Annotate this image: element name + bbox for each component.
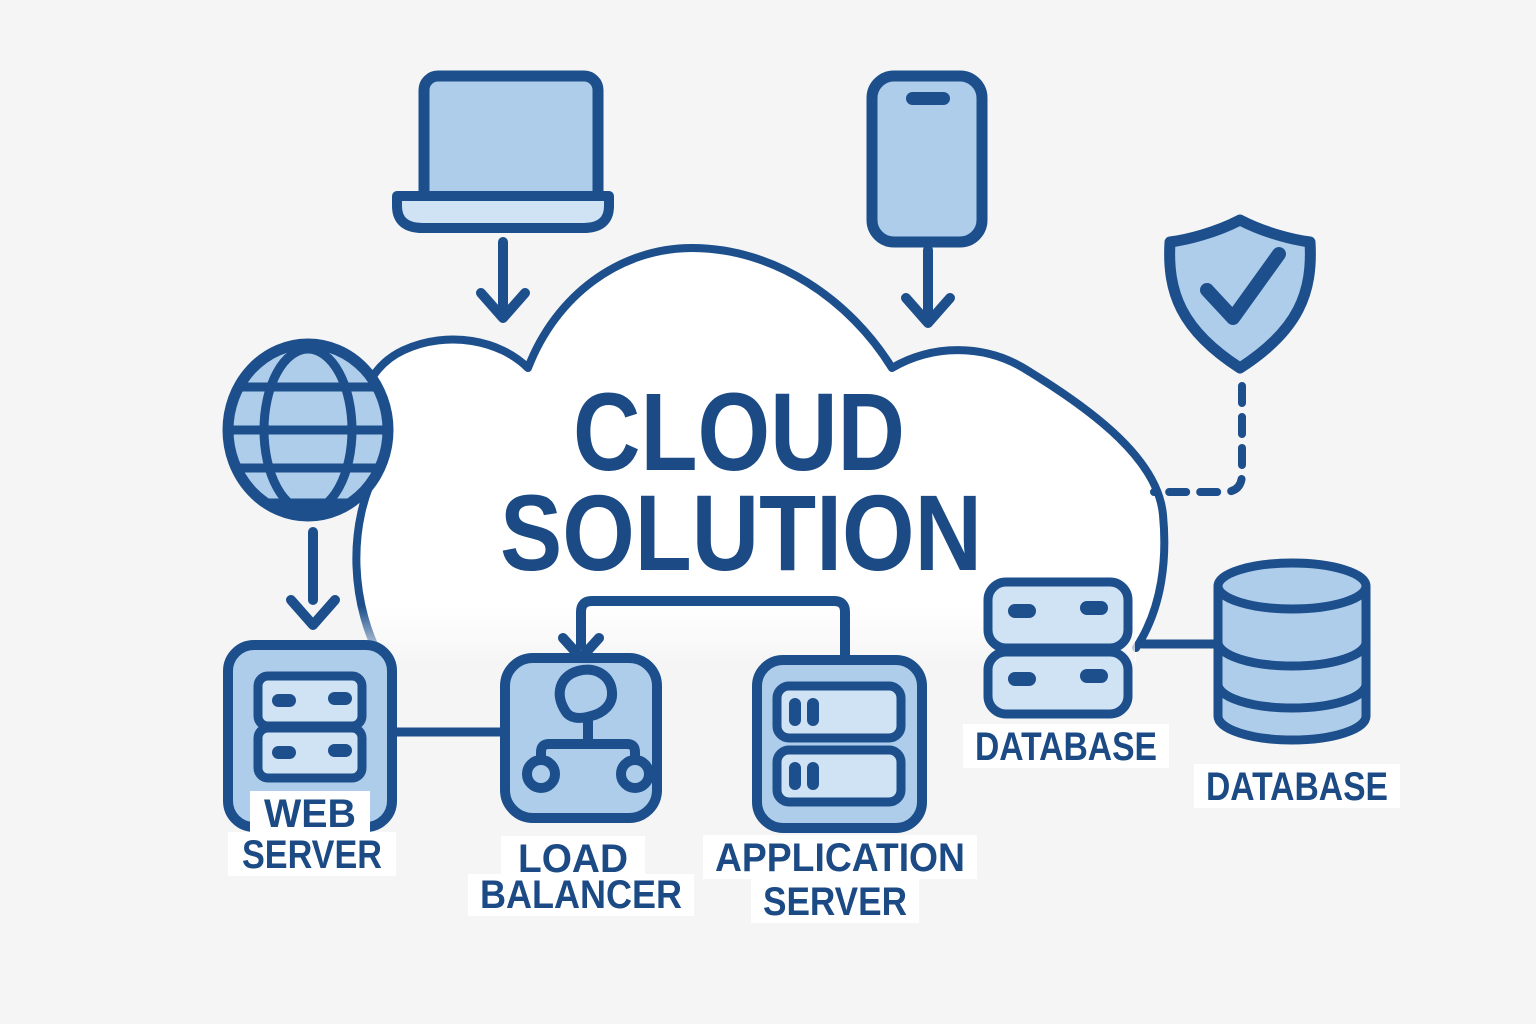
- appserver-loadbalancer-line: [576, 596, 850, 665]
- shield-dashed-connector: [1150, 382, 1246, 496]
- smartphone-down-arrow-icon: [901, 245, 955, 328]
- cloud-title-line2: SOLUTION: [500, 472, 982, 593]
- load-balancer-box: [500, 653, 662, 823]
- database-rack-node: [983, 577, 1133, 719]
- database-rack-label: DATABASE: [975, 725, 1157, 769]
- label-strips: [228, 724, 1400, 923]
- app-server-icon: [772, 681, 906, 807]
- database-cylinder-label: DATABASE: [1206, 765, 1388, 809]
- shield-check-icon: [1164, 214, 1316, 374]
- cloud-title-line1: CLOUD: [573, 371, 905, 494]
- load-balancer-label-line2: BALANCER: [480, 873, 682, 917]
- server-icon: [253, 671, 367, 783]
- web-server-label-line1: WEB: [264, 792, 356, 836]
- database-rack-icon: [983, 577, 1133, 719]
- laptop-down-arrow-icon: [476, 237, 530, 323]
- application-server-label-line1: APPLICATION: [715, 836, 965, 880]
- load-balancer-node: [500, 653, 662, 823]
- database-cylinder-icon: [1213, 558, 1371, 745]
- load-balancer-label-line1: LOAD: [518, 837, 628, 881]
- load-balancer-icon: [522, 664, 654, 793]
- application-server-label-line2: SERVER: [763, 880, 907, 924]
- smartphone-icon: [866, 70, 988, 248]
- globe-down-arrow-icon: [286, 527, 340, 630]
- web-server-label-line2: SERVER: [242, 833, 382, 877]
- web-server-node: [223, 640, 397, 832]
- globe-icon: [222, 338, 394, 522]
- laptop-icon: [392, 70, 614, 233]
- application-server-node: [752, 655, 927, 833]
- database-cylinder-node: [1213, 558, 1371, 745]
